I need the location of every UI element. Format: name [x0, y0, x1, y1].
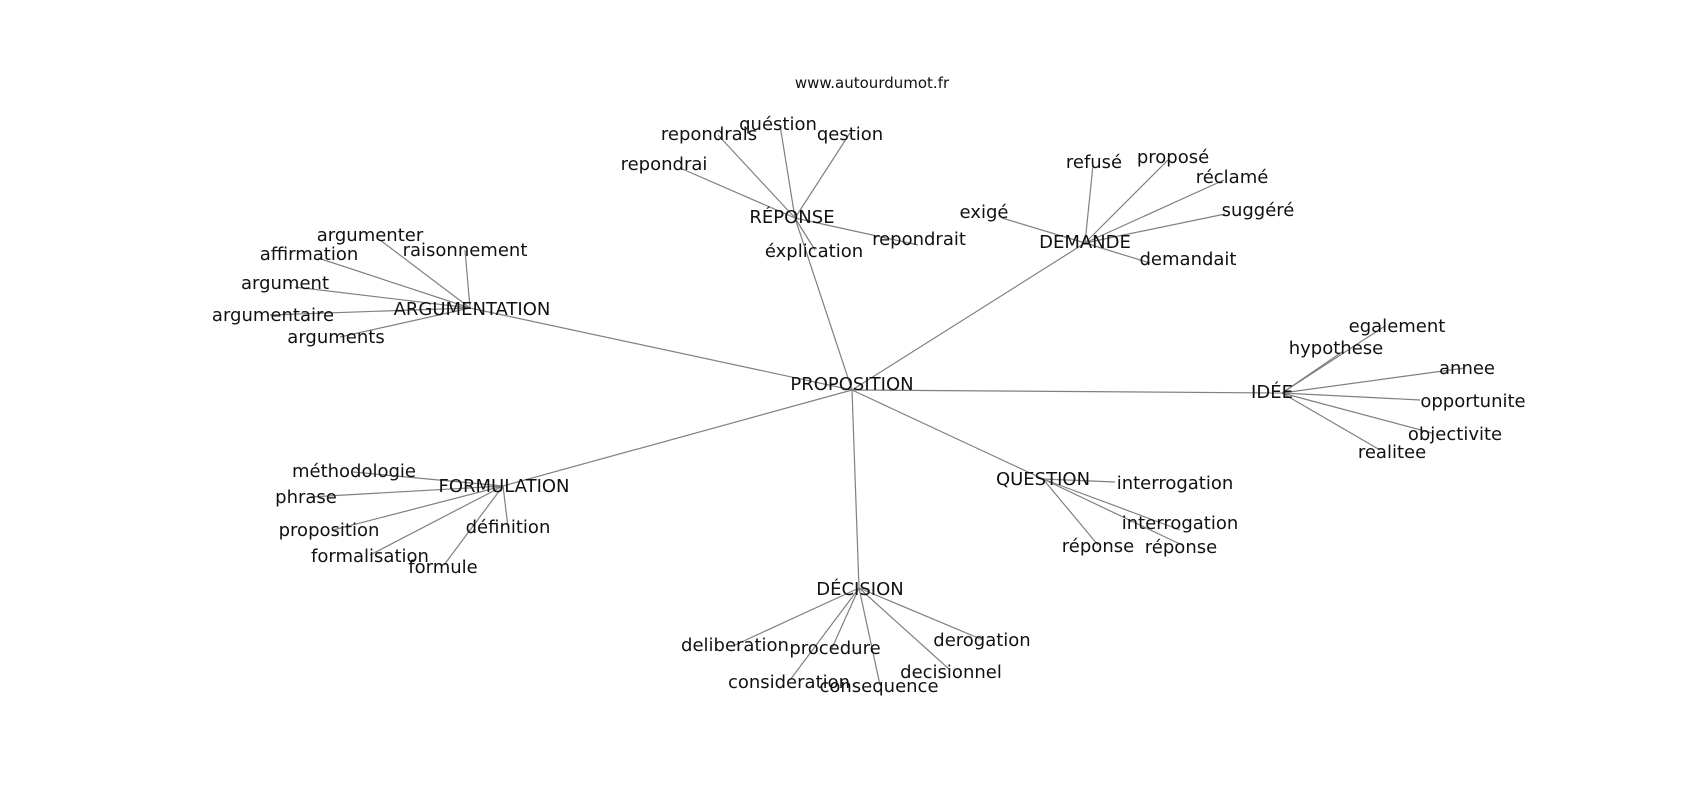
edge-reponse-leaf-4 [794, 217, 816, 251]
edge-reponse-leaf-2 [794, 132, 851, 219]
hub-node-decision[interactable]: DÉCISION [816, 578, 903, 600]
edge-reponse-leaf-0 [717, 134, 796, 219]
edge-decision-leaf-3 [789, 587, 860, 681]
leaf-node-idee-3[interactable]: opportunite [1420, 391, 1525, 412]
leaf-node-idee-0[interactable]: egalement [1349, 316, 1446, 337]
edges-layer [269, 124, 1466, 686]
edge-decision-leaf-4 [858, 587, 881, 686]
leaf-node-formulation-0[interactable]: méthodologie [292, 461, 416, 482]
leaf-node-argumentation-5[interactable]: arguments [287, 327, 384, 348]
leaf-node-demande-0[interactable]: refusé [1066, 152, 1122, 173]
edge-formulation-leaf-4 [369, 485, 504, 556]
leaf-node-demande-2[interactable]: réclamé [1196, 167, 1269, 188]
leaf-node-decision-3[interactable]: consideration [728, 672, 850, 693]
edge-decision-leaf-0 [734, 587, 860, 646]
edge-idee-leaf-2 [1281, 367, 1466, 394]
hub-node-demande[interactable]: DEMANDE [1039, 232, 1131, 253]
hub-node-argumentation[interactable]: ARGUMENTATION [394, 299, 551, 320]
edge-question-leaf-1 [1042, 478, 1181, 531]
leaf-node-reponse-1[interactable]: quéstion [739, 114, 817, 135]
edge-decision-leaf-2 [858, 587, 984, 641]
leaf-node-reponse-0[interactable]: repondrais [661, 124, 757, 145]
edge-reponse-leaf-1 [779, 124, 796, 219]
edge-idee-leaf-3 [1281, 392, 1421, 401]
leaf-node-question-1[interactable]: interrogation [1122, 513, 1239, 534]
edge-idee-leaf-5 [1281, 392, 1381, 451]
leaf-node-demande-1[interactable]: proposé [1137, 147, 1209, 168]
edge-idee-leaf-4 [1281, 392, 1433, 434]
edge-argumentation-leaf-1 [317, 257, 471, 309]
hub-node-idee[interactable]: IDÉE [1251, 381, 1293, 403]
edge-argumentation-leaf-3 [294, 286, 471, 309]
edge-demande-leaf-4 [1084, 213, 1226, 244]
edge-formulation-leaf-1 [309, 485, 504, 498]
edge-demande-leaf-3 [1001, 217, 1086, 244]
edge-formulation-leaf-0 [352, 471, 504, 487]
edge-center-reponse [794, 217, 853, 391]
leaf-node-decision-1[interactable]: procedure [789, 638, 880, 659]
leaf-node-demande-3[interactable]: exigé [960, 202, 1009, 223]
leaf-node-formulation-3[interactable]: définition [466, 517, 551, 538]
leaf-node-question-2[interactable]: réponse [1062, 536, 1134, 557]
edge-question-leaf-3 [1042, 478, 1183, 546]
edge-demande-leaf-1 [1084, 159, 1169, 244]
edge-demande-leaf-5 [1084, 242, 1151, 264]
leaf-node-demande-4[interactable]: suggéré [1222, 200, 1295, 221]
leaf-node-reponse-4[interactable]: éxplication [765, 241, 863, 262]
site-watermark: www.autourdumot.fr [795, 74, 950, 92]
edge-formulation-leaf-5 [443, 485, 504, 566]
leaf-node-formulation-1[interactable]: phrase [275, 487, 337, 508]
edge-formulation-leaf-3 [502, 485, 509, 528]
leaf-node-idee-1[interactable]: hypothese [1289, 338, 1384, 359]
edge-reponse-leaf-5 [794, 217, 919, 246]
edge-reponse-leaf-3 [679, 167, 796, 219]
edge-decision-leaf-5 [858, 587, 951, 671]
leaf-node-demande-5[interactable]: demandait [1140, 249, 1237, 270]
leaf-node-idee-2[interactable]: annee [1439, 358, 1495, 379]
leaf-node-formulation-5[interactable]: formule [408, 557, 477, 578]
leaf-node-decision-5[interactable]: decisionnel [900, 662, 1002, 683]
edge-center-demande [851, 242, 1086, 391]
edge-argumentation-leaf-2 [464, 249, 471, 309]
edge-center-formulation [502, 389, 853, 487]
leaf-node-idee-4[interactable]: objectivite [1408, 424, 1502, 445]
edge-question-leaf-0 [1042, 478, 1116, 483]
leaf-node-reponse-2[interactable]: qestion [817, 124, 883, 145]
leaf-node-argumentation-1[interactable]: affirmation [260, 244, 359, 265]
labels-layer: www.autourdumot.fr PROPOSITION RÉPONSE rep… [212, 74, 1526, 697]
leaf-node-argumentation-0[interactable]: argumenter [317, 225, 424, 246]
edge-center-decision [851, 389, 860, 589]
leaf-node-argumentation-4[interactable]: argumentaire [212, 305, 334, 326]
edge-question-leaf-2 [1042, 478, 1099, 546]
edge-argumentation-leaf-0 [379, 239, 471, 309]
edge-idee-leaf-1 [1281, 351, 1343, 394]
hub-node-formulation[interactable]: FORMULATION [438, 476, 569, 497]
leaf-node-question-0[interactable]: interrogation [1117, 473, 1234, 494]
leaf-node-idee-5[interactable]: realitee [1358, 442, 1426, 463]
leaf-node-decision-4[interactable]: consequence [819, 676, 938, 697]
edge-demande-leaf-2 [1084, 179, 1225, 244]
edge-demande-leaf-0 [1084, 164, 1094, 244]
leaf-node-argumentation-2[interactable]: raisonnement [403, 240, 528, 261]
leaf-node-decision-2[interactable]: derogation [933, 630, 1030, 651]
edge-argumentation-leaf-4 [269, 307, 471, 316]
edge-center-idee [851, 389, 1283, 394]
edge-formulation-leaf-2 [332, 485, 504, 531]
leaf-node-formulation-2[interactable]: proposition [279, 520, 380, 541]
leaf-node-formulation-4[interactable]: formalisation [311, 546, 429, 567]
leaf-node-reponse-3[interactable]: repondrai [621, 154, 708, 175]
leaf-node-question-3[interactable]: réponse [1145, 537, 1217, 558]
leaf-node-decision-0[interactable]: deliberation [681, 635, 789, 656]
edge-decision-leaf-1 [831, 587, 860, 649]
hub-node-reponse[interactable]: RÉPONSE [749, 206, 834, 228]
leaf-node-argumentation-3[interactable]: argument [241, 273, 329, 294]
center-node-label[interactable]: PROPOSITION [790, 374, 913, 395]
hub-node-question[interactable]: QUESTION [996, 469, 1090, 490]
edge-center-argumentation [469, 307, 853, 391]
leaf-node-reponse-5[interactable]: repondrait [872, 229, 966, 250]
edge-center-question [851, 389, 1044, 480]
edge-argumentation-leaf-5 [339, 307, 471, 338]
